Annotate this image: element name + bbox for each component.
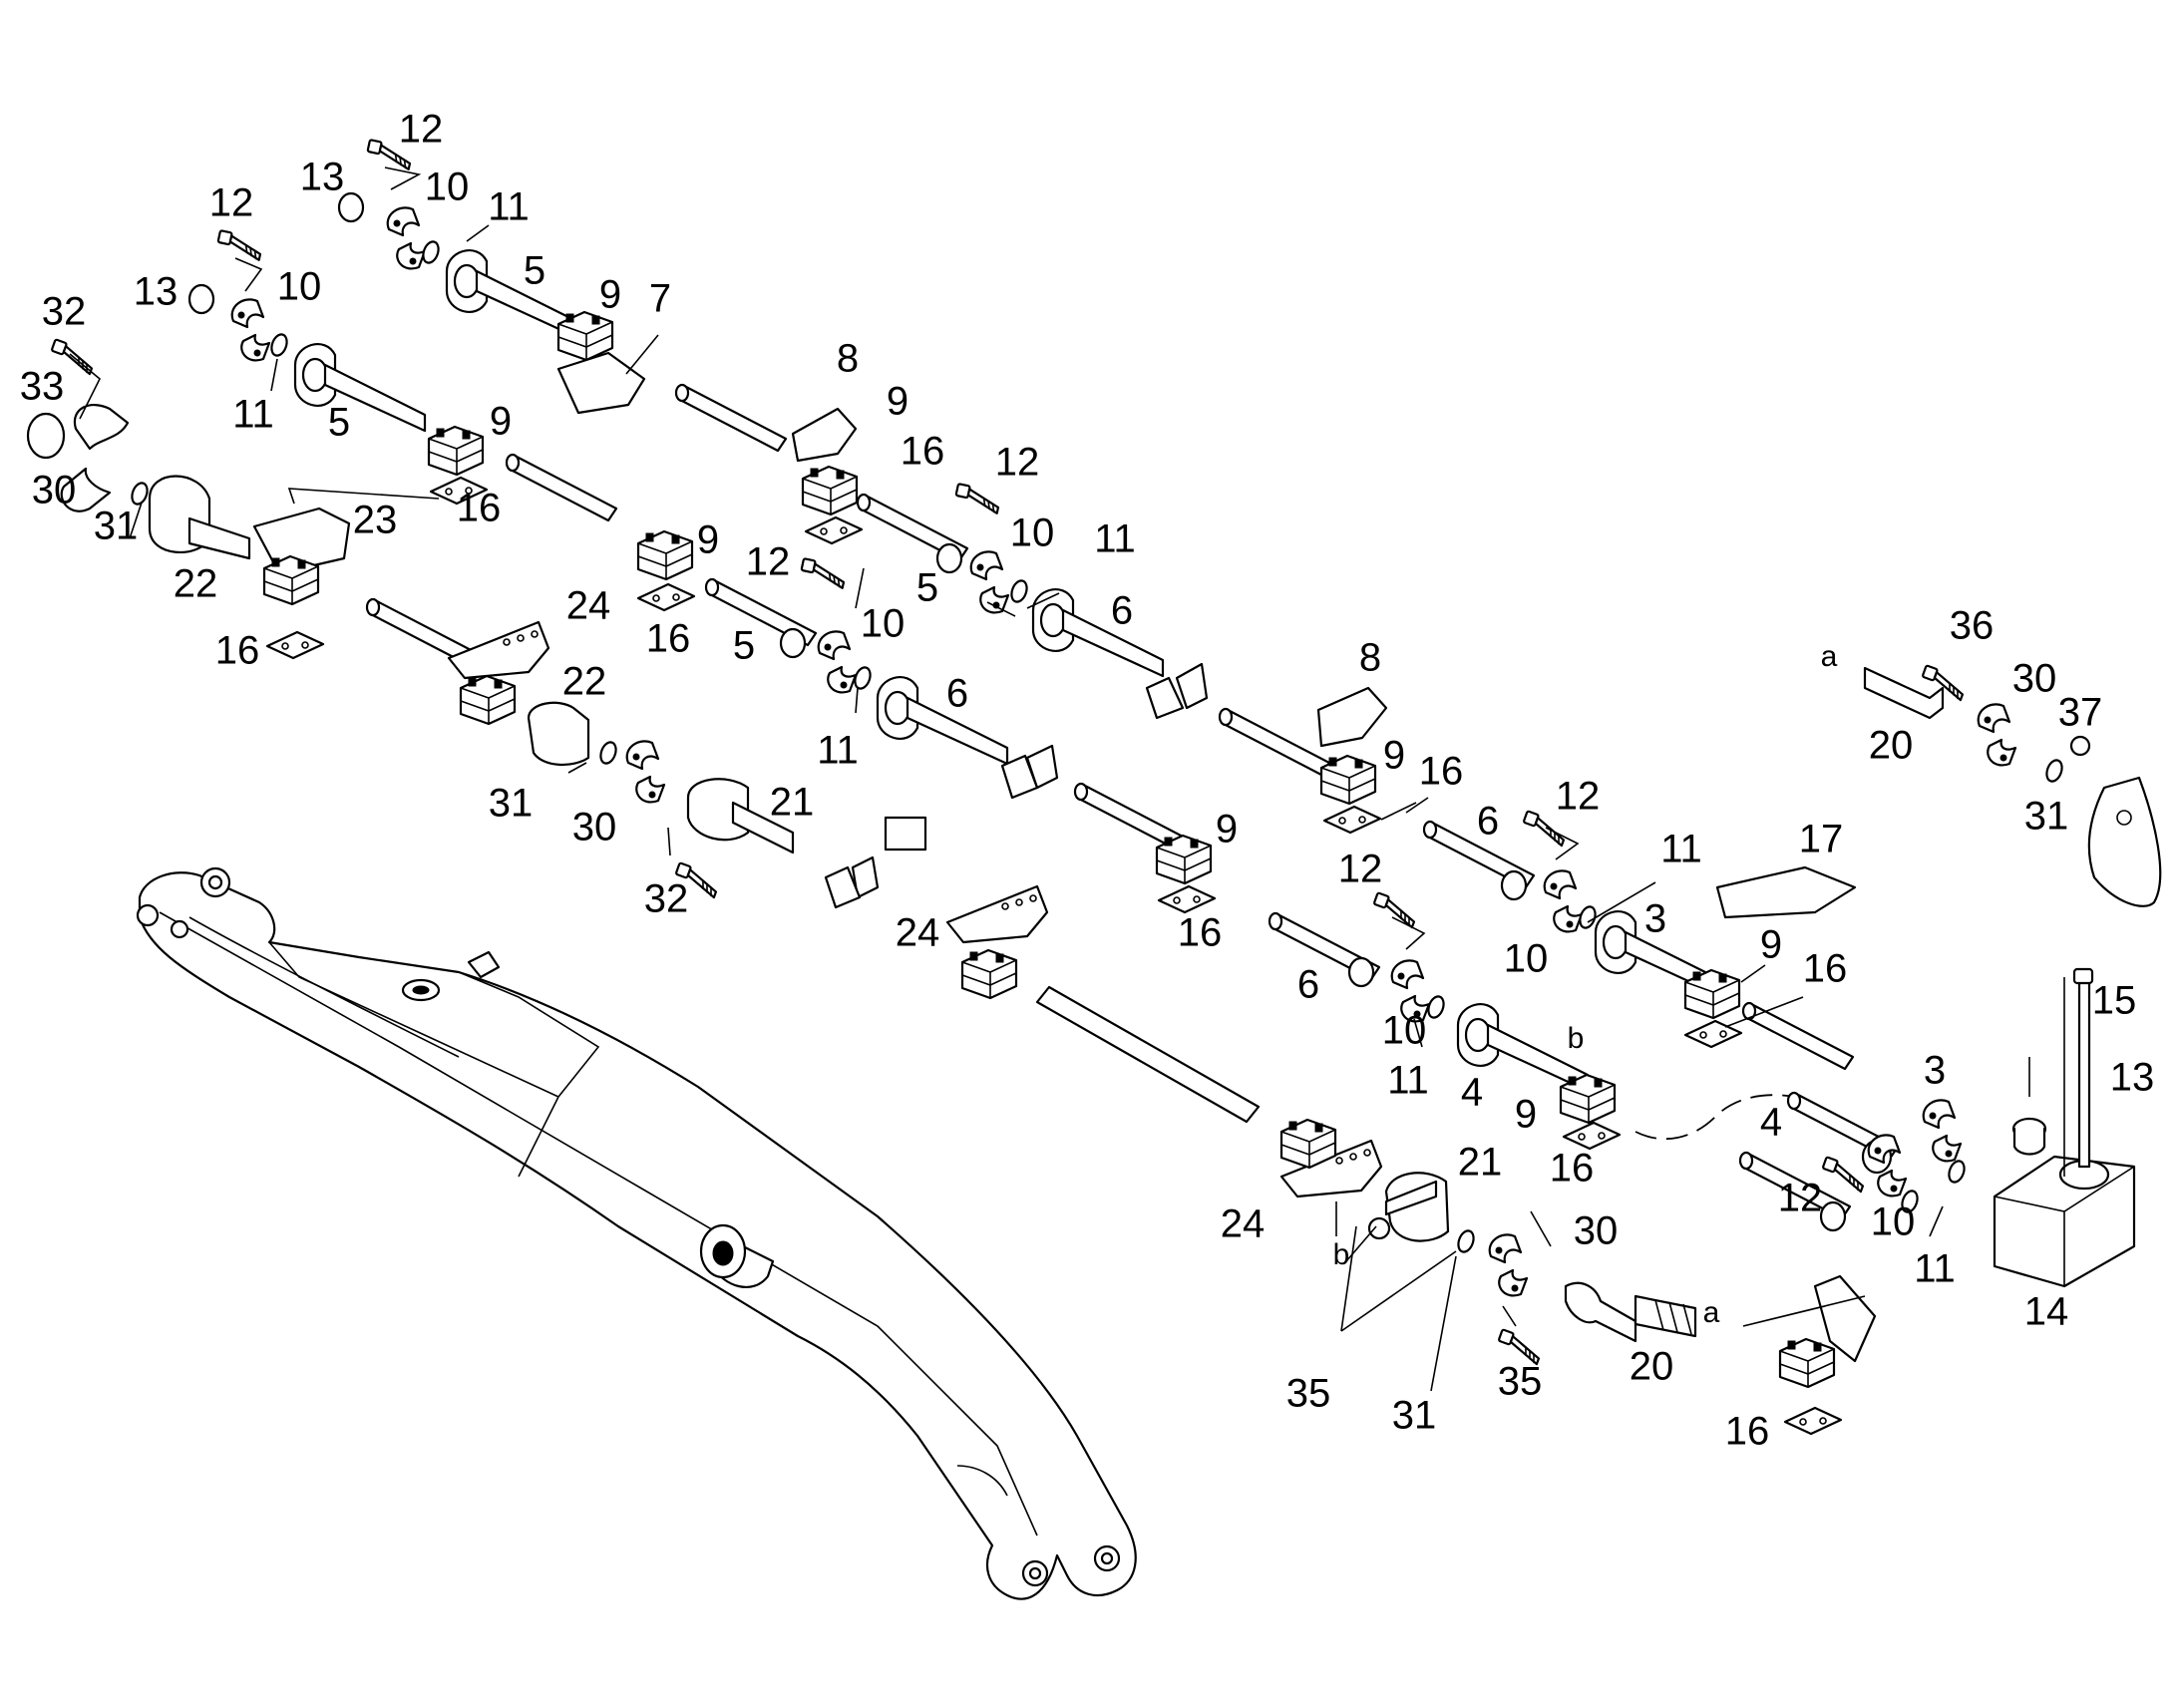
connection-letter: b xyxy=(1568,1022,1585,1055)
callout-label: 12 xyxy=(209,181,254,225)
callout-label: 13 xyxy=(134,270,179,314)
callout-label: 12 xyxy=(995,441,1040,485)
callout-label: 9 xyxy=(1216,808,1238,852)
callout-label: 17 xyxy=(1799,818,1844,861)
callout-label: 4 xyxy=(1461,1071,1483,1115)
callout-label: 30 xyxy=(2012,657,2057,701)
callout-label: 20 xyxy=(1630,1345,1674,1389)
callout-label: 31 xyxy=(2024,795,2069,839)
callout-label: 22 xyxy=(562,660,607,704)
callout-label: 10 xyxy=(425,166,470,209)
callout-label: 5 xyxy=(524,249,545,293)
callout-label: 8 xyxy=(1359,636,1381,680)
callout-label: 14 xyxy=(2024,1290,2069,1334)
callout-label: 5 xyxy=(328,401,350,445)
callout-label: 9 xyxy=(697,518,719,562)
callout-label: 5 xyxy=(733,624,755,668)
center-group xyxy=(791,407,1331,1124)
callout-label: 8 xyxy=(837,337,859,381)
callout-label: 33 xyxy=(20,365,65,409)
callout-label: 12 xyxy=(1556,775,1601,819)
callout-label: 9 xyxy=(887,380,908,424)
callout-label: 16 xyxy=(1803,947,1848,991)
callout-label: 11 xyxy=(1387,1059,1429,1103)
callout-label: 30 xyxy=(572,806,617,850)
callout-label: 10 xyxy=(1010,512,1055,555)
callout-label: 37 xyxy=(2058,691,2103,735)
callout-label: 10 xyxy=(1504,937,1549,981)
callout-label: 31 xyxy=(94,505,139,548)
callout-label: 12 xyxy=(1778,1177,1823,1220)
leader-lines xyxy=(69,167,2030,1392)
callout-label: 23 xyxy=(353,499,398,542)
callout-label: 9 xyxy=(490,400,512,444)
callout-label: 24 xyxy=(566,584,611,628)
callout-label: 11 xyxy=(1094,517,1136,561)
right-center-group xyxy=(1268,686,1857,1151)
callout-label: 32 xyxy=(644,877,689,921)
callout-label: 10 xyxy=(277,265,322,309)
callout-label: 21 xyxy=(1458,1141,1503,1185)
callout-label: 30 xyxy=(32,469,77,512)
boom-arm xyxy=(136,866,1137,1600)
callout-label: 13 xyxy=(300,156,345,199)
callout-label: 9 xyxy=(599,273,621,317)
callout-label: 36 xyxy=(1950,604,1995,648)
callout-label: 16 xyxy=(1178,911,1223,955)
callout-label: 16 xyxy=(1725,1410,1770,1454)
callout-label: 12 xyxy=(746,540,791,584)
callout-label: 3 xyxy=(1644,897,1666,941)
connection-letter: a xyxy=(1821,640,1838,673)
callout-label: 10 xyxy=(861,602,906,646)
callout-label: 20 xyxy=(1869,724,1914,768)
callout-label: 9 xyxy=(1515,1093,1537,1137)
callout-label: 35 xyxy=(1286,1372,1331,1416)
callout-label: 22 xyxy=(174,562,218,606)
callout-label: 6 xyxy=(1297,963,1319,1007)
callout-label: 24 xyxy=(1221,1202,1266,1246)
callout-label: 12 xyxy=(399,108,444,152)
callout-label: 16 xyxy=(457,487,502,530)
callout-label: 5 xyxy=(916,566,938,610)
right-group xyxy=(1738,664,2162,1288)
callout-label: 16 xyxy=(1419,750,1464,794)
callout-label: 11 xyxy=(232,393,274,437)
callout-label: 35 xyxy=(1498,1360,1543,1404)
callout-label: 4 xyxy=(1760,1101,1782,1145)
callout-label: 16 xyxy=(1550,1147,1595,1191)
callout-label: 11 xyxy=(488,185,530,229)
callout-label: 7 xyxy=(649,277,671,321)
callout-label: 30 xyxy=(1574,1209,1619,1253)
connection-letter: b xyxy=(1333,1238,1350,1271)
callout-label: 16 xyxy=(646,617,691,661)
callout-label: 10 xyxy=(1382,1009,1427,1053)
callout-label: 11 xyxy=(1914,1247,1956,1291)
callout-label: 13 xyxy=(2110,1056,2155,1100)
left-flange-group xyxy=(26,338,618,726)
connection-letter: a xyxy=(1703,1296,1720,1329)
callout-label: 21 xyxy=(770,781,815,825)
callout-label: 31 xyxy=(1392,1394,1437,1438)
callout-label: 9 xyxy=(1383,734,1405,778)
callout-label: 6 xyxy=(1111,589,1133,633)
callout-label: 15 xyxy=(2092,979,2137,1023)
center-left-group xyxy=(527,529,1009,899)
callout-label: 10 xyxy=(1871,1200,1916,1244)
callout-label: 16 xyxy=(901,430,945,474)
upper-pipe-group xyxy=(187,139,788,453)
bottom-right-group xyxy=(1279,1118,1877,1436)
callout-label: 16 xyxy=(215,629,260,673)
callout-label: 31 xyxy=(489,782,534,826)
callout-label: 3 xyxy=(1924,1049,1946,1093)
callout-label: 6 xyxy=(1477,800,1499,844)
callout-label: 12 xyxy=(1338,848,1383,891)
callout-label: 24 xyxy=(896,911,940,955)
callout-label: 11 xyxy=(817,729,859,773)
callout-label: 6 xyxy=(946,672,968,716)
callout-label: 11 xyxy=(1660,828,1702,871)
callout-label: 32 xyxy=(42,290,87,334)
callout-label: 9 xyxy=(1760,923,1782,967)
